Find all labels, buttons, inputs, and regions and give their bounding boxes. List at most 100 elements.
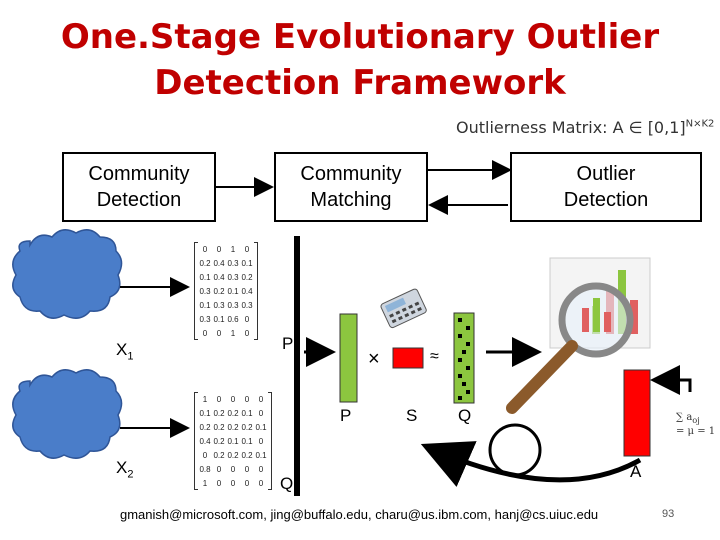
cell: 0 <box>244 478 250 488</box>
label-s: S <box>406 406 418 425</box>
label-q-bottom: Q <box>280 474 294 493</box>
cell: 1 <box>230 328 236 338</box>
box-line: Community <box>88 163 190 185</box>
cell: 1 <box>202 394 208 404</box>
times-symbol: × <box>368 348 380 370</box>
arrow-feedback-curve <box>420 441 642 487</box>
arrow-constraint-to-a <box>650 365 692 395</box>
cell: 0.3 <box>227 272 239 282</box>
cell: 0 <box>258 436 264 446</box>
cloud-x1-icon <box>12 229 123 319</box>
cell: 0.1 <box>199 408 211 418</box>
cell: 0.2 <box>227 422 239 432</box>
box-line: Detection <box>96 189 182 211</box>
cell: 0 <box>244 328 250 338</box>
cell: 0 <box>202 244 208 254</box>
cell: 0.6 <box>227 314 239 324</box>
label-a: A <box>630 462 642 481</box>
cell: 1 <box>230 244 236 254</box>
cloud-x2-icon <box>12 369 123 459</box>
a-matrix-bar <box>623 369 651 457</box>
equation-sum: ∑ a <box>676 412 693 423</box>
cell: 0.1 <box>255 422 267 432</box>
cell: 0.1 <box>199 300 211 310</box>
box-line: Detection <box>563 189 649 211</box>
cell: 0 <box>258 408 264 418</box>
cell: 0.3 <box>199 314 211 324</box>
box-line: Community <box>300 163 402 185</box>
cell: 0 <box>258 394 264 404</box>
label-q: Q <box>458 406 472 425</box>
cell: 1 <box>202 478 208 488</box>
cell: 0.2 <box>213 436 225 446</box>
cell: 0 <box>216 244 222 254</box>
cell: 0.4 <box>213 258 225 268</box>
approx-symbol: ≈ <box>430 348 439 365</box>
q-matrix-bar <box>453 312 475 404</box>
cell: 0.1 <box>241 408 253 418</box>
cell: 0.2 <box>241 272 253 282</box>
p-matrix-bar <box>339 313 358 403</box>
cell: 0.2 <box>213 450 225 460</box>
q-matrix-dots <box>458 318 470 400</box>
slide-title: One.Stage Evolutionary Outlier Detection… <box>60 17 660 103</box>
cell: 0 <box>244 244 250 254</box>
cell: 0.1 <box>241 258 253 268</box>
cell: 0.2 <box>227 450 239 460</box>
label-x2: X2 <box>116 458 133 480</box>
cell: 0.2 <box>199 422 211 432</box>
cell: 0.1 <box>227 286 239 296</box>
cell: 0 <box>244 394 250 404</box>
cell: 0.3 <box>241 300 253 310</box>
loop-circle <box>488 423 542 477</box>
page-number: 93 <box>662 508 675 520</box>
cell: 0.2 <box>241 422 253 432</box>
cell: 0 <box>216 328 222 338</box>
outlierness-matrix-sup: N×K2 <box>685 118 715 130</box>
cell: 0 <box>244 314 250 324</box>
cell: 0 <box>244 464 250 474</box>
cell: 0.2 <box>213 422 225 432</box>
box-line: Matching <box>310 189 392 211</box>
calculator-icon <box>380 288 427 329</box>
sum-constraint-equation: ∑ aoj = μ = 1 <box>676 412 715 438</box>
box-line: Outlier <box>576 163 636 185</box>
cell: 0.2 <box>227 408 239 418</box>
label-x2-main: X <box>116 458 128 477</box>
cell: 0 <box>230 478 236 488</box>
cell: 0.2 <box>213 408 225 418</box>
cell: 0.3 <box>227 258 239 268</box>
cell: 0.2 <box>241 450 253 460</box>
cell: 0 <box>230 394 236 404</box>
cell: 0.3 <box>213 300 225 310</box>
cell: 0.3 <box>227 300 239 310</box>
equation-sub: oj <box>692 415 700 425</box>
outlierness-matrix-formula: Outlierness Matrix: A ∈ [0,1]N×K2 <box>456 118 714 137</box>
cell: 0 <box>230 464 236 474</box>
cell: 0 <box>258 478 264 488</box>
cell: 0 <box>202 450 208 460</box>
cell: 0.4 <box>213 272 225 282</box>
cell: 0.8 <box>199 464 211 474</box>
label-p-top: P <box>282 334 294 353</box>
outlierness-matrix-text: Outlierness Matrix: A ∈ [0,1] <box>456 118 686 137</box>
cell: 0.4 <box>199 436 211 446</box>
cell: 0.1 <box>199 272 211 282</box>
equation-line1: ∑ aoj <box>676 412 715 426</box>
cell: 0.3 <box>199 286 211 296</box>
cell: 0.2 <box>213 286 225 296</box>
cell: 0 <box>202 328 208 338</box>
label-p: P <box>340 406 352 425</box>
cell: 0.2 <box>199 258 211 268</box>
cell: 0.1 <box>255 450 267 460</box>
label-x2-sub: 2 <box>127 468 134 481</box>
cell: 0 <box>216 464 222 474</box>
